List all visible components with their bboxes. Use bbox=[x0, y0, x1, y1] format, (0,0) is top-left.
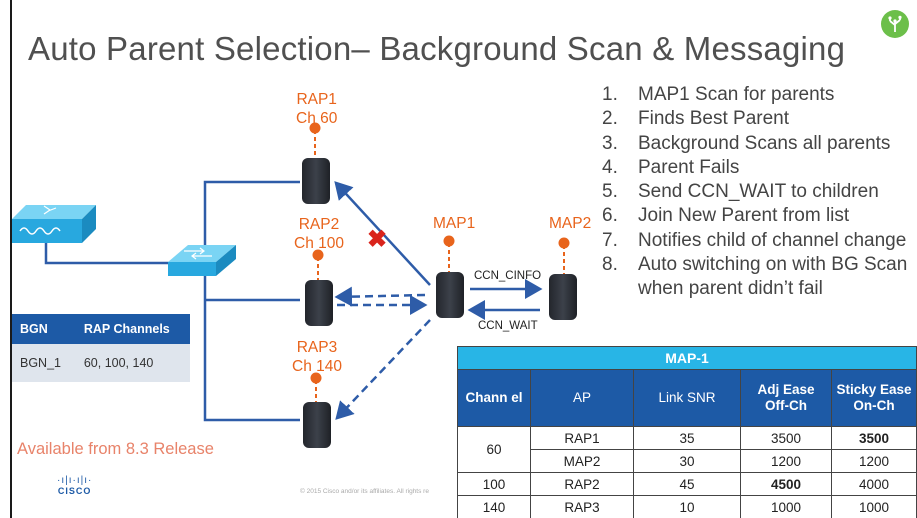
col-ap: AP bbox=[530, 369, 634, 427]
table-row: MAP2 30 1200 1200 bbox=[458, 449, 917, 473]
slide-left-border bbox=[10, 0, 12, 518]
cell-ap: RAP2 bbox=[530, 472, 634, 496]
bgn-header-bgn: BGN bbox=[12, 314, 76, 344]
router-icon bbox=[12, 205, 96, 243]
bgn-table-header: BGN RAP Channels bbox=[12, 314, 190, 344]
rap3-device bbox=[303, 372, 331, 448]
switch-icon bbox=[168, 245, 236, 276]
map1-device bbox=[436, 235, 464, 318]
step-list: 1.MAP1 Scan for parents 2.Finds Best Par… bbox=[602, 83, 907, 302]
cell-ap: MAP2 bbox=[530, 449, 634, 473]
cell-adj-highlight: 4500 bbox=[740, 472, 832, 496]
col-channel: Chann el bbox=[457, 369, 531, 427]
step-item: 1.MAP1 Scan for parents bbox=[602, 84, 835, 105]
cell-snr: 30 bbox=[633, 449, 741, 473]
rap2-device bbox=[305, 249, 333, 326]
table-row: 100 RAP2 45 4500 4000 bbox=[457, 472, 917, 496]
step-item: 4.Parent Fails bbox=[602, 156, 740, 178]
cell-snr: 10 bbox=[633, 495, 741, 518]
cell-sticky: 1200 bbox=[831, 449, 917, 473]
cell-sticky-highlight: 3500 bbox=[831, 426, 917, 450]
availability-note: Available from 8.3 Release bbox=[17, 440, 214, 458]
col-adj-ease: Adj Ease Off-Ch bbox=[740, 369, 832, 427]
map1-table-caption: MAP-1 bbox=[457, 346, 917, 370]
step-item: 7.Notifies child of channel change bbox=[602, 229, 907, 251]
circuit-tree-icon bbox=[881, 10, 909, 38]
cell-sticky: 1000 bbox=[831, 495, 917, 518]
link-map1-rap2-dashed bbox=[334, 286, 426, 307]
map1-table: MAP-1 Chann el AP Link SNR Adj Ease Off-… bbox=[457, 346, 917, 518]
step-item: 8.Auto switching on with BG Scan bbox=[602, 254, 908, 276]
cisco-logo-word: CISCO bbox=[57, 486, 92, 496]
table-row: 140 RAP3 10 1000 1000 bbox=[457, 495, 917, 518]
cell-ap: RAP1 bbox=[530, 426, 634, 450]
map1-label: MAP1 bbox=[433, 215, 476, 232]
col-link-snr: Link SNR bbox=[633, 369, 741, 427]
cell-ap: RAP3 bbox=[530, 495, 634, 518]
rap3-channel: Ch 140 bbox=[292, 358, 342, 375]
map2-label: MAP2 bbox=[549, 215, 592, 232]
rap3-name: RAP3 bbox=[296, 339, 338, 356]
cell-adj: 1000 bbox=[740, 495, 832, 518]
cisco-logo: ·ı|ı·ı|ı· CISCO bbox=[57, 475, 93, 497]
cell-sticky: 4000 bbox=[831, 472, 917, 496]
cisco-logo-bars: ·ı|ı·ı|ı· bbox=[57, 475, 93, 486]
cell-snr: 35 bbox=[633, 426, 741, 450]
link-map1-rap3-dashed bbox=[335, 319, 431, 420]
rap2-channel: Ch 100 bbox=[294, 235, 344, 252]
ccn-cinfo-label: CCN_CINFO bbox=[474, 270, 542, 282]
ccn-wait-label: CCN_WAIT bbox=[478, 320, 538, 332]
cell-channel: 60 bbox=[457, 426, 531, 473]
cell-channel: 140 bbox=[457, 495, 531, 518]
rap1-channel: Ch 60 bbox=[296, 110, 338, 127]
copyright-text: © 2015 Cisco and/or its affiliates. All … bbox=[300, 488, 429, 495]
step-item: 3.Background Scans all parents bbox=[602, 132, 891, 154]
map2-device bbox=[549, 237, 577, 320]
cell-adj: 1200 bbox=[740, 449, 832, 473]
table-row: 60 RAP1 35 3500 3500 bbox=[457, 426, 917, 473]
link-map1-rap1 bbox=[334, 181, 431, 286]
slide-title: Auto Parent Selection– Background Scan &… bbox=[28, 30, 846, 67]
cell-snr: 45 bbox=[633, 472, 741, 496]
link-failure-icon: ✖ bbox=[367, 226, 388, 253]
rap1-device bbox=[302, 122, 330, 204]
bgn-cell-name: BGN_1 bbox=[12, 344, 76, 382]
col-sticky-ease: Sticky Ease On-Ch bbox=[831, 369, 917, 427]
rap2-name: RAP2 bbox=[298, 216, 340, 233]
step-item-continuation: when parent didn’t fail bbox=[638, 278, 823, 300]
table-row: BGN_1 60, 100, 140 bbox=[12, 344, 190, 382]
map1-table-header: Chann el AP Link SNR Adj Ease Off-Ch Sti… bbox=[457, 369, 917, 427]
rap3-label: RAP3 Ch 140 bbox=[292, 338, 342, 376]
map1-table-caption-row: MAP-1 bbox=[457, 346, 917, 370]
bgn-table: BGN RAP Channels BGN_1 60, 100, 140 bbox=[12, 314, 190, 382]
cell-channel: 100 bbox=[457, 472, 531, 496]
bgn-cell-channels: 60, 100, 140 bbox=[75, 344, 190, 382]
rap1-name: RAP1 bbox=[296, 91, 337, 108]
rap1-label: RAP1 Ch 60 bbox=[296, 90, 337, 128]
cell-adj: 3500 bbox=[740, 426, 832, 450]
step-item: 2.Finds Best Parent bbox=[602, 108, 790, 130]
step-item: 5.Send CCN_WAIT to children bbox=[602, 181, 879, 203]
rap2-label: RAP2 Ch 100 bbox=[294, 215, 344, 253]
bgn-header-rap-channels: RAP Channels bbox=[75, 314, 190, 344]
step-item: 6.Join New Parent from list bbox=[602, 205, 850, 227]
circuit-tree-glyph bbox=[888, 15, 902, 32]
